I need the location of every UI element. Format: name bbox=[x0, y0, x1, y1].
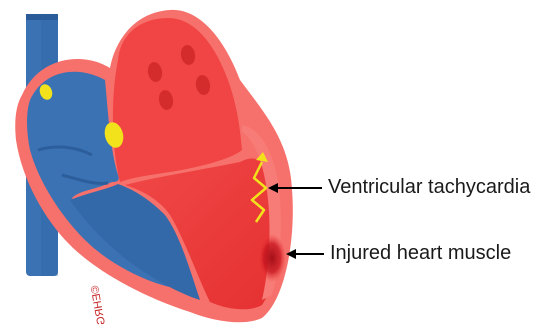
arrow-left-icon-2 bbox=[286, 249, 324, 259]
copyright-mark: ©EHRG bbox=[89, 284, 108, 325]
label-injured-heart-muscle: Injured heart muscle bbox=[330, 242, 511, 265]
label-ventricular-tachycardia: Ventricular tachycardia bbox=[328, 176, 530, 199]
injured-region bbox=[258, 234, 286, 282]
arrow-left-icon bbox=[268, 183, 322, 193]
left-chambers bbox=[113, 18, 242, 182]
